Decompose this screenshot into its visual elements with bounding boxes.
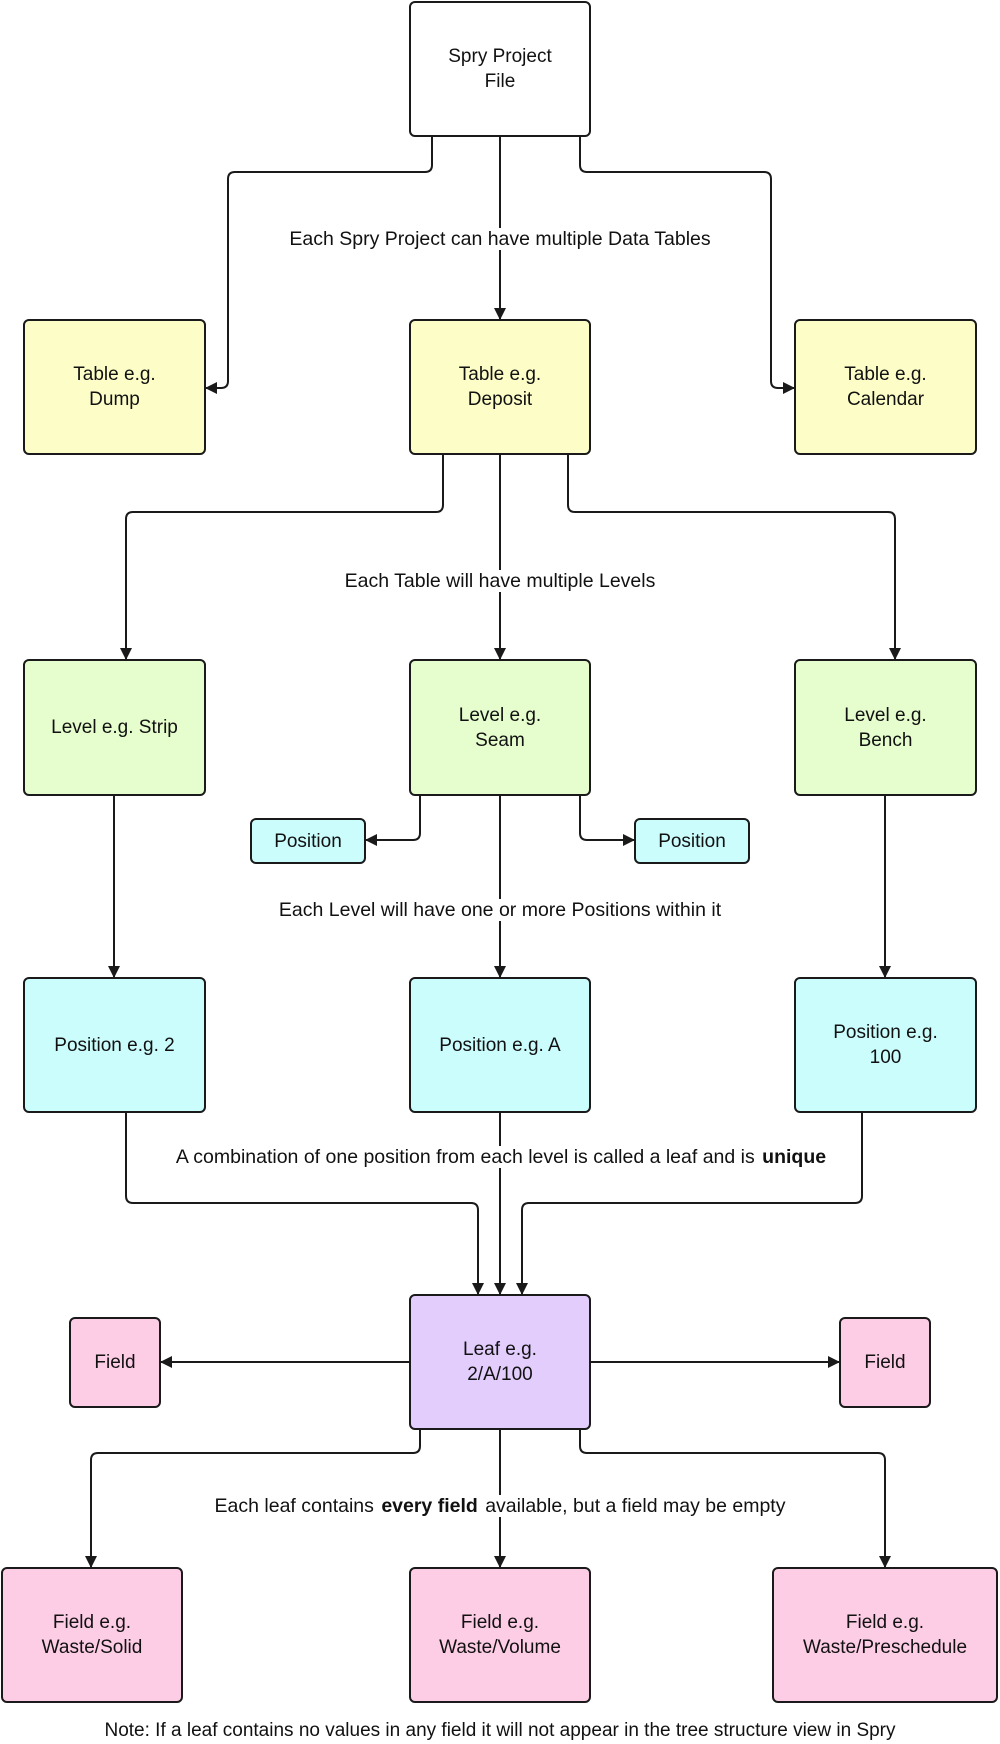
edge-seam-position-left	[365, 796, 421, 846]
edge-project-dump	[205, 137, 433, 394]
table-dump-node: Table e.g. Dump	[23, 319, 206, 455]
position-100-node: Position e.g. 100	[794, 977, 977, 1113]
node-label: Leaf e.g. 2/A/100	[463, 1339, 537, 1385]
node-label: Position	[274, 830, 342, 852]
field-waste-solid-node: Field e.g. Waste/Solid	[1, 1567, 183, 1703]
position-2-node: Position e.g. 2	[23, 977, 206, 1113]
node-label: Level e.g. Bench	[844, 704, 927, 751]
node-label: Table e.g. Deposit	[458, 364, 542, 410]
leaf-node: Leaf e.g. 2/A/100	[409, 1294, 591, 1430]
position-right-node: Position	[634, 818, 750, 864]
table-calendar-node: Table e.g. Calendar	[794, 319, 977, 455]
edge-leaf-field-preschedule	[579, 1430, 891, 1568]
edge-position100-leaf	[516, 1113, 863, 1295]
node-label: Field	[94, 1352, 136, 1373]
node-label: Level e.g. Strip	[51, 717, 178, 738]
caption-fields: Each leaf contains every field available…	[0, 1493, 1000, 1519]
node-label: Position e.g. 2	[54, 1034, 175, 1056]
caption-leaf: A combination of one position from each …	[0, 1144, 1000, 1170]
node-label: Field e.g. Waste/Preschedule	[802, 1612, 968, 1658]
caption-positions: Each Level will have one or more Positio…	[276, 899, 724, 921]
node-label: Spry Project File	[448, 46, 552, 92]
caption-tables: Each Spry Project can have multiple Data…	[287, 228, 713, 250]
position-left-node: Position	[250, 818, 366, 864]
edge-project-calendar	[579, 137, 795, 394]
caption-levels: Each Table will have multiple Levels	[342, 570, 658, 592]
spry-project-file-node: Spry Project File	[409, 1, 591, 137]
edge-deposit-bench	[567, 455, 901, 660]
field-waste-preschedule-node: Field e.g. Waste/Preschedule	[772, 1567, 998, 1703]
edge-seam-position-right	[579, 796, 635, 846]
position-a-node: Position e.g. A	[409, 977, 591, 1113]
node-label: Position e.g. A	[439, 1034, 561, 1056]
edge-position2-leaf	[125, 1113, 484, 1295]
node-label: Field e.g. Waste/Volume	[439, 1612, 561, 1658]
node-label: Position e.g. 100	[833, 1022, 938, 1068]
footnote: Note: If a leaf contains no values in an…	[104, 1720, 896, 1741]
node-label: Field	[864, 1352, 906, 1373]
level-bench-node: Level e.g. Bench	[794, 659, 977, 796]
table-deposit-node: Table e.g. Deposit	[409, 319, 591, 455]
node-label: Table e.g. Calendar	[844, 364, 927, 410]
node-label: Field e.g. Waste/Solid	[41, 1612, 143, 1658]
level-strip-node: Level e.g. Strip	[23, 659, 206, 796]
level-seam-node: Level e.g. Seam	[409, 659, 591, 796]
node-label: Table e.g. Dump	[73, 364, 156, 410]
field-waste-volume-node: Field e.g. Waste/Volume	[409, 1567, 591, 1703]
node-label: Level e.g. Seam	[458, 704, 542, 751]
edge-deposit-strip	[120, 455, 444, 660]
node-label: Position	[658, 830, 726, 852]
field-left-node: Field	[69, 1317, 161, 1408]
field-right-node: Field	[839, 1317, 931, 1408]
edge-leaf-field-solid	[85, 1430, 421, 1568]
